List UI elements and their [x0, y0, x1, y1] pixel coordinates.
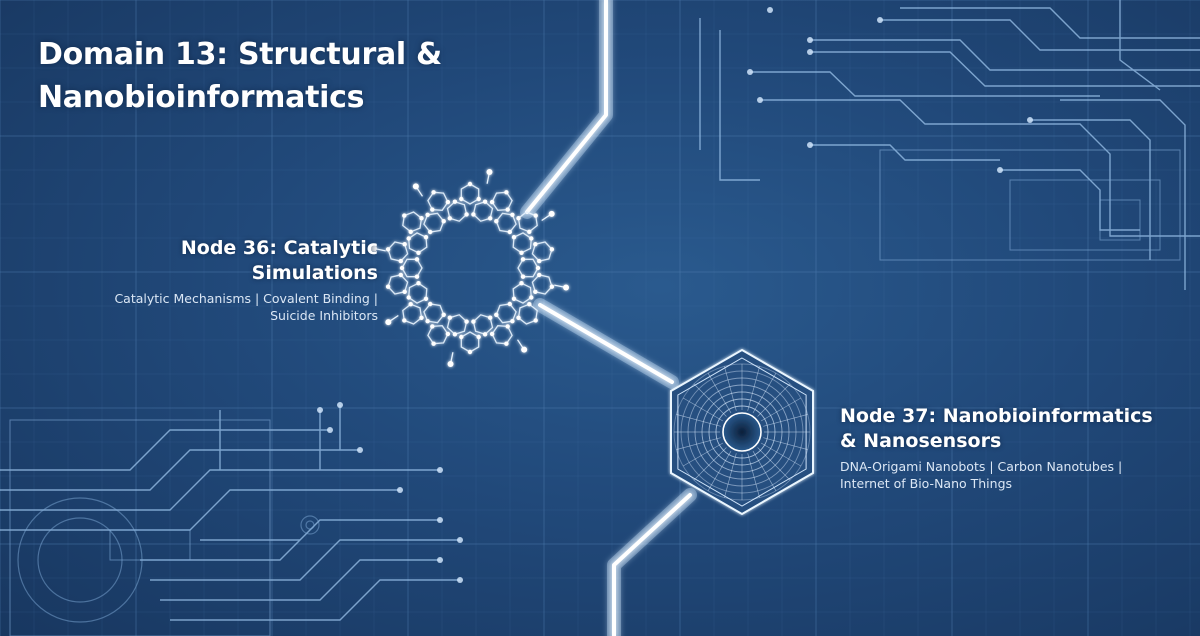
- molecule-ring-icon: [370, 168, 570, 368]
- circuit-traces-top-right: [699, 0, 1200, 290]
- node-36-label: Node 36: Catalytic Simulations Catalytic…: [100, 236, 378, 324]
- nanotube-hexagon-icon: [670, 348, 814, 516]
- circuit-pads-top-right: [747, 7, 1033, 173]
- node-37-title: Node 37: Nanobioinformatics & Nanosensor…: [840, 405, 1153, 452]
- node-36-subtitle: Catalytic Mechanisms | Covalent Binding …: [114, 291, 378, 323]
- circuit-traces-bottom-left: [0, 405, 460, 621]
- chip-outline-top-right: [879, 149, 1181, 261]
- node-37-subtitle: DNA-Origami Nanobots | Carbon Nanotubes …: [840, 459, 1123, 491]
- circuit-pads-bottom-left: [317, 402, 463, 583]
- node-36-title: Node 36: Catalytic Simulations: [180, 237, 378, 284]
- page-title: Domain 13: Structural & Nanobioinformati…: [38, 37, 442, 115]
- node-37-label: Node 37: Nanobioinformatics & Nanosensor…: [840, 404, 1170, 492]
- chip-outline-bottom-left: [9, 419, 271, 636]
- connector-pipe: [520, 0, 697, 636]
